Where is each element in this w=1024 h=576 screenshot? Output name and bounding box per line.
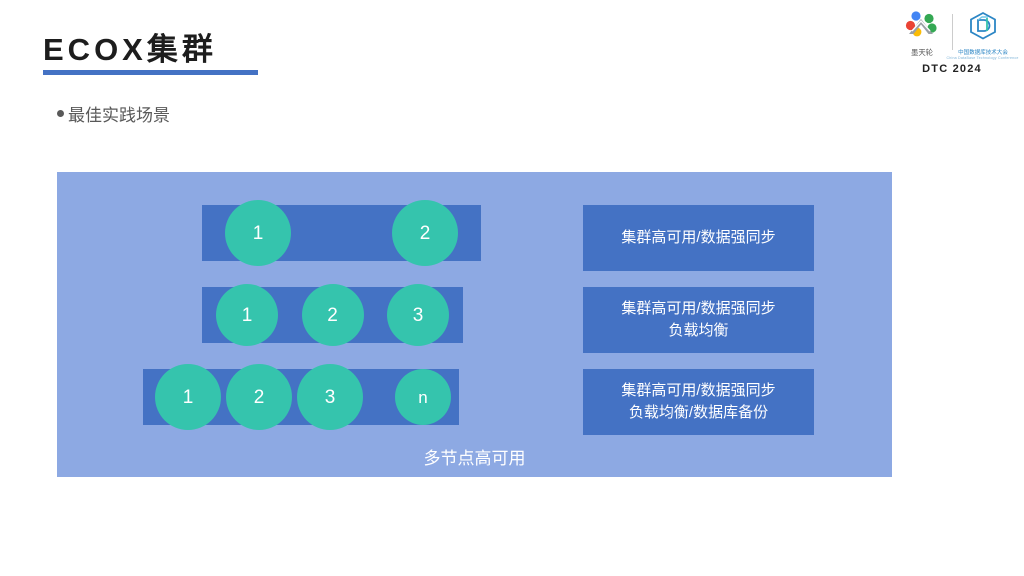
label-box-n-node: 集群高可用/数据强同步 负载均衡/数据库备份 [583, 369, 814, 435]
node-circle: 1 [225, 200, 291, 266]
bullet-dot-icon [57, 110, 64, 117]
node-circle: 1 [216, 284, 278, 346]
node-circle: 1 [155, 364, 221, 430]
diagram-panel: 1 2 1 2 3 1 2 3 n 集群高可用/数据强同步 集群高可用/数据强同… [57, 172, 892, 477]
label-box-three-node: 集群高可用/数据强同步 负载均衡 [583, 287, 814, 353]
node-circle: 2 [301, 284, 364, 346]
node-circle: n [395, 369, 451, 425]
node-bar-three-node: 1 2 3 [202, 284, 463, 346]
node-bar-n-node: 1 2 3 n [143, 364, 459, 430]
logo-divider [951, 14, 953, 50]
mo-tian-lun-logo-icon [905, 10, 939, 45]
label-line: 负载均衡/数据库备份 [628, 404, 769, 421]
bullet-label: 最佳实践场景 [68, 106, 170, 125]
logo-left-caption: 墨天轮 [910, 48, 933, 57]
node-circle: 3 [387, 284, 449, 346]
diagram-caption: 多节点高可用 [423, 449, 526, 468]
logo-right-block: 中国数据库技术大会 China DataBase Technology Conf… [946, 10, 1018, 60]
logo-pair: 墨天轮 中国数据库技术大会 China DataBase Technology … [896, 10, 1018, 60]
logo-left-block: 墨天轮 [896, 10, 948, 58]
label-line: 集群高可用/数据强同步 [621, 300, 776, 318]
node-bar-two-node: 1 2 [202, 200, 481, 266]
node-circle: 2 [392, 200, 458, 266]
node-circle: 3 [297, 364, 363, 430]
logo-right-caption-cn: 中国数据库技术大会 [957, 50, 1008, 56]
label-line: 负载均衡 [668, 322, 729, 339]
label-box-two-node: 集群高可用/数据强同步 [583, 205, 814, 271]
branding-area: 墨天轮 中国数据库技术大会 China DataBase Technology … [896, 10, 1018, 75]
label-line: 集群高可用/数据强同步 [621, 382, 776, 400]
event-name: DTC 2024 [922, 63, 982, 75]
title-underline-rule [43, 70, 258, 75]
page-title: ECOX集群 [43, 32, 217, 67]
node-circle: 2 [226, 364, 292, 430]
bullet-row: 最佳实践场景 [57, 101, 170, 126]
label-line: 集群高可用/数据强同步 [621, 229, 776, 247]
logo-right-caption-en: China DataBase Technology Conference [946, 56, 1019, 60]
dtc-cube-logo-icon [967, 10, 999, 45]
